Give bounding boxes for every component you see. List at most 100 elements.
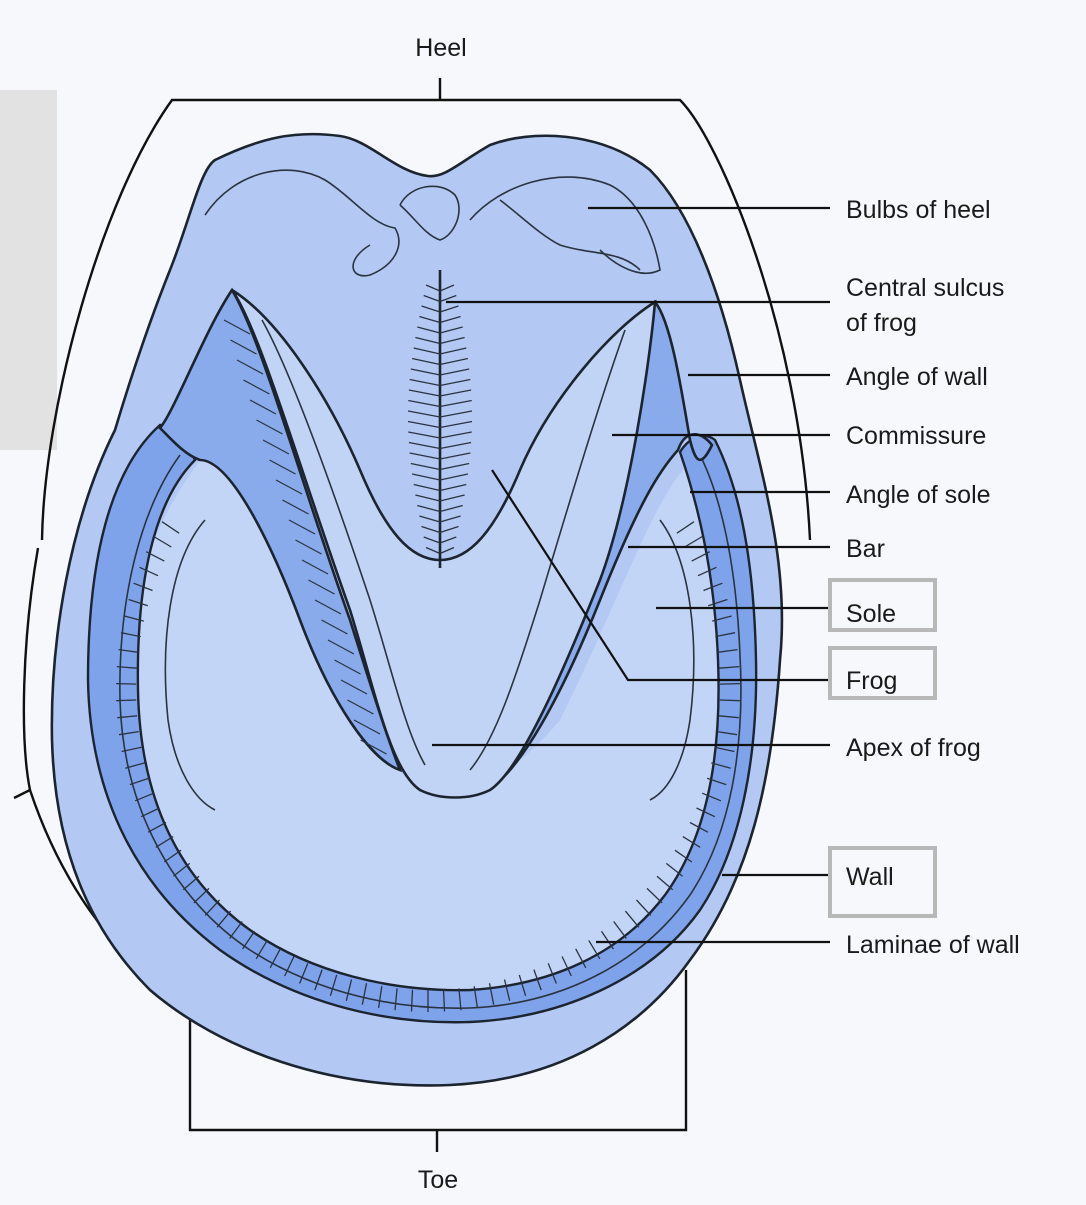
lamina-tick [656,875,674,891]
lamina-tick [229,921,243,939]
sulcus-tick-right [439,410,473,418]
sulcus-tick-right [439,536,457,544]
bar-tick-left [314,599,342,615]
lamina-tick [255,940,268,960]
lamina-tick [120,632,141,638]
frog-contour-left [261,319,426,766]
lamina-tick [715,632,736,638]
bar-tick-left [360,739,387,755]
bar-tick-left [256,419,283,435]
lamina-tick [117,715,138,719]
lamina-tick [706,777,727,786]
sulcus-tick-left [407,410,441,418]
sulcus-tick-left [423,294,441,303]
bar-tick-left [308,579,335,595]
lamina-tick [134,792,155,802]
sulcus-tick-left [425,284,441,292]
sulcus-tick-right [439,441,472,450]
bar-tick-left [288,519,316,535]
bar-tick-left [347,699,374,715]
lamina-tick [394,988,398,1011]
sulcus-tick-left [408,399,441,408]
lamina-tick [624,910,640,928]
sulcus-tick-left [410,462,441,471]
lamina-tick [133,582,153,592]
sulcus-tick-right [439,399,472,408]
label-central-sulcus-line1: Central sulcus [846,274,1004,302]
label-commissure: Commissure [846,422,986,450]
sulcus-tick-right [439,368,470,376]
sulcus-tick-right [439,504,463,513]
sulcus-tick-left [421,525,441,534]
bar-tick-left [230,339,257,355]
lamina-tick [172,862,191,877]
sulcus-tick-left [409,378,441,387]
laminae-hatching [116,521,740,1012]
lamina-tick [719,665,740,669]
lamina-tick [684,535,703,548]
lamina-tick [442,989,446,1012]
bar-tick-left [340,679,368,695]
lamina-tick [717,648,738,653]
lamina-tick [129,777,150,786]
sulcus-tick-right [439,515,461,523]
lamina-tick [410,989,414,1012]
sulcus-tick-left [410,368,441,376]
lamina-tick [193,887,210,904]
lamina-tick [298,963,309,984]
lamina-tick [717,730,738,736]
sulcus-tick-right [439,378,471,387]
lamina-tick [714,746,735,753]
label-wall: Wall [846,863,894,891]
lamina-tick [691,551,711,562]
lamina-tick [712,615,732,622]
bar-tick-left [249,399,277,415]
bar-tick-left [236,359,264,375]
sulcus-tick-right [439,357,469,366]
label-apex-of-frog: Apex of frog [846,734,981,762]
lamina-tick [153,535,172,548]
sulcus-tick-right [439,431,472,439]
sulcus-tick-left [421,305,441,313]
sulcus-tick-right [439,336,465,345]
lamina-tick [600,930,614,950]
lamina-tick [125,762,145,769]
sulcus-tick-left [408,389,441,397]
sole-region [121,455,741,1007]
sulcus-tick-right [439,305,459,313]
bulb-contour-center [399,185,460,241]
label-central-sulcus-line2: of frog [846,309,917,337]
wall-highlight-box [828,846,937,918]
side-panel [0,90,57,450]
lamina-tick [613,921,627,939]
bar-tick-left [223,319,251,335]
heel-label: Heel [415,34,466,62]
sole-highlight-box [828,578,937,632]
lamina-tick [473,986,479,1008]
lamina-tick [703,582,723,592]
lamina-tick [377,986,383,1008]
bar-tick-left [327,639,355,655]
sulcus-tick-left [417,326,441,334]
label-laminae-of-wall: Laminae of wall [846,931,1020,959]
lamina-tick [314,969,323,991]
lamina-tick [588,940,601,960]
lamina-tick [682,836,701,848]
label-bar: Bar [846,535,885,563]
lamina-tick [116,665,137,669]
lamina-tick [547,963,558,984]
sulcus-tick-right [439,462,470,471]
central-sulcus [407,270,473,568]
sulcus-tick-right [439,315,461,324]
lamina-tick [533,969,542,991]
sulcus-tick-left [419,515,441,523]
sulcus-tick-left [413,483,441,492]
sulcus-tick-left [411,473,441,481]
sulcus-tick-right [439,420,473,429]
toe-bracket [188,970,688,1152]
sulcus-tick-left [419,315,441,324]
lamina-tick [284,956,295,977]
lamina-tick [118,730,139,736]
bulb-contour-right-inner [499,199,641,271]
